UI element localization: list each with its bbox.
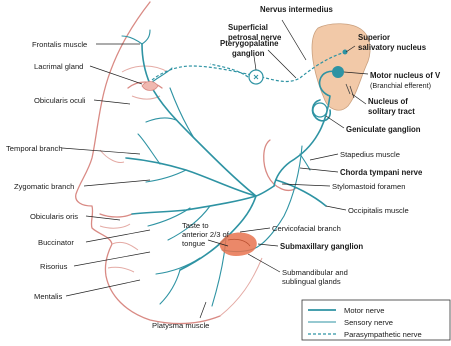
label-stapedius: Stapedius muscle — [340, 150, 400, 159]
label-branchial-efferent: (Branchial efferent) — [370, 81, 431, 90]
svg-text:sublingual glands: sublingual glands — [282, 277, 341, 286]
svg-text:Motor nerve: Motor nerve — [344, 306, 385, 315]
label-solitary: Nucleus of — [368, 97, 408, 106]
label-occipitalis: Occipitalis muscle — [348, 206, 409, 215]
label-risorius: Risorius — [40, 262, 68, 271]
label-zygomatic: Zygomatic branch — [14, 182, 74, 191]
label-taste: Taste to — [182, 221, 209, 230]
label-geniculate: Geniculate ganglion — [346, 125, 421, 134]
label-submaxillary: Submaxillary ganglion — [280, 242, 363, 251]
label-superficial-petrosal: Superficial — [228, 23, 268, 32]
svg-text:Sensory nerve: Sensory nerve — [344, 318, 393, 327]
label-submandibular: Submandibular and — [282, 268, 348, 277]
svg-text:solitary tract: solitary tract — [368, 107, 415, 116]
svg-text:Parasympathetic nerve: Parasympathetic nerve — [344, 330, 422, 339]
legend: Motor nerve Sensory nerve Parasympatheti… — [302, 300, 450, 340]
label-pterygopalatine: Pterygopalatine — [220, 39, 279, 48]
label-superior-salivatory: Superior — [358, 33, 390, 42]
label-platysma: Platysma muscle — [152, 321, 209, 330]
svg-text:ganglion: ganglion — [232, 49, 265, 58]
label-cervicofacial: Cervicofacial branch — [272, 224, 341, 233]
label-stylomastoid: Stylomastoid foramen — [332, 182, 405, 191]
label-orbicularis-oculi: Obicularis oculi — [34, 96, 86, 105]
label-chorda-tympani: Chorda tympani nerve — [340, 168, 423, 177]
lacrimal-gland — [142, 82, 158, 91]
label-buccinator: Buccinator — [38, 238, 74, 247]
label-motor-nucleus: Motor nucleus of V — [370, 71, 441, 80]
label-orbicularis-oris: Obicularis oris — [30, 212, 78, 221]
label-mentalis: Mentalis — [34, 292, 62, 301]
svg-text:tongue: tongue — [182, 239, 205, 248]
label-lacrimal: Lacrimal gland — [34, 62, 83, 71]
svg-text:anterior 2/3 of: anterior 2/3 of — [182, 230, 230, 239]
motor-nerves — [122, 30, 338, 306]
label-nervus-intermedius: Nervus intermedius — [260, 5, 333, 14]
label-frontalis: Frontalis muscle — [32, 40, 87, 49]
label-temporal: Temporal branch — [6, 144, 63, 153]
svg-text:salivatory nucleus: salivatory nucleus — [358, 43, 427, 52]
